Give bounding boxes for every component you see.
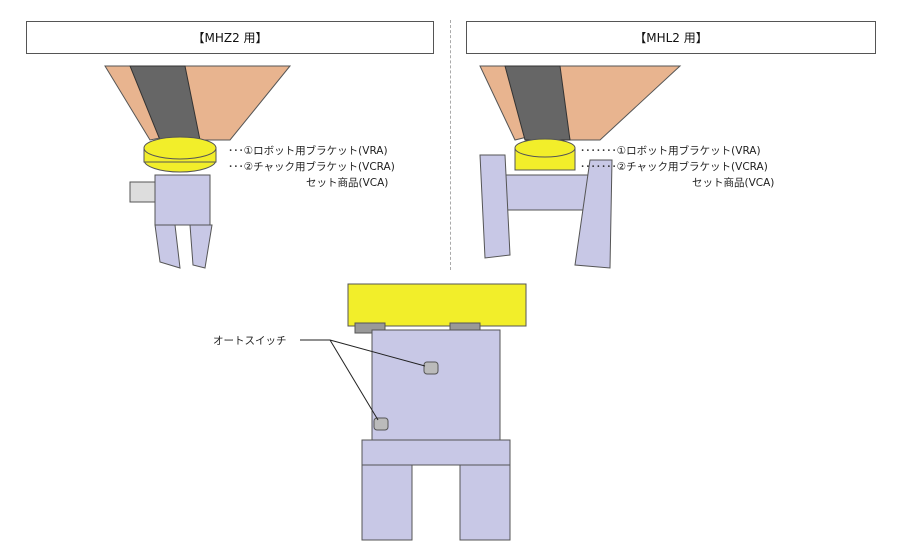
mhz2-illustration <box>104 65 292 269</box>
auto-switch-label: オートスイッチ <box>213 335 287 347</box>
auto-switch-2 <box>373 417 389 431</box>
mhz2-label-chuck-bracket: ･･･②チャック用ブラケット(VCRA) <box>228 161 395 173</box>
mhz2-header: 【MHZ2 用】 <box>26 21 434 54</box>
mhl2-label-robot-bracket: ･･･････①ロボット用ブラケット(VRA) <box>580 145 761 157</box>
mhl2-header: 【MHL2 用】 <box>466 21 876 54</box>
mhl2-label-set: セット商品(VCA) <box>692 177 775 189</box>
detail-illustration <box>300 283 527 541</box>
mhl2-illustration <box>479 65 682 269</box>
mhl2-label-chuck-bracket: ･･･････②チャック用ブラケット(VCRA) <box>580 161 768 173</box>
mhz2-label-set: セット商品(VCA) <box>306 177 389 189</box>
auto-switch-1 <box>423 361 439 375</box>
divider <box>450 20 451 270</box>
mhz2-label-robot-bracket: ･･･①ロボット用ブラケット(VRA) <box>228 145 388 157</box>
